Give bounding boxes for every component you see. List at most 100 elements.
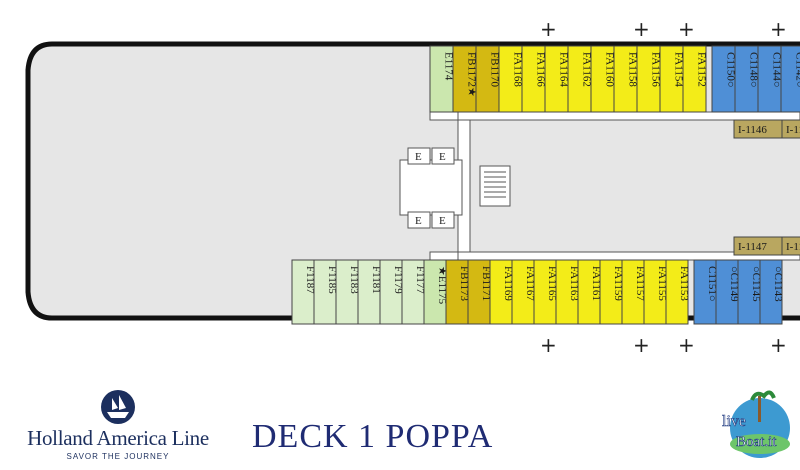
cabin-label: F1187: [304, 266, 316, 294]
inside-cabin: I-11: [781, 236, 800, 256]
cabin-label: E1174: [443, 52, 455, 81]
connecting-mark-bottom: +: [540, 333, 557, 357]
cabin-bottom: FA1165: [533, 259, 558, 325]
cabin-label: FB1171: [480, 266, 492, 301]
cabin-bottom: FA1169: [489, 259, 514, 325]
cabin-label: FA1162: [581, 52, 593, 87]
cabin-bottom: F1179: [379, 259, 404, 325]
cabin-bottom: FA1161: [577, 259, 602, 325]
cabin-label: FA1164: [558, 52, 570, 87]
cabin-bottom: FA1159: [599, 259, 624, 325]
connecting-mark-bottom: +: [770, 333, 787, 357]
connecting-mark-bottom: +: [678, 333, 695, 357]
cabin-top: FA1164: [544, 45, 570, 113]
cabin-label: FA1165: [546, 266, 558, 301]
cabin-top: FA1166: [521, 45, 547, 113]
connecting-mark-top: +: [633, 17, 650, 41]
svg-text:E: E: [439, 151, 446, 163]
elevator: E: [407, 147, 431, 165]
elevator: E: [431, 211, 455, 229]
cabin-top: FA1162: [567, 45, 593, 113]
cabin-top: FA1154: [659, 45, 685, 113]
cabin-label: FA1161: [590, 266, 602, 301]
inside-cabin-label: I-11: [786, 241, 800, 253]
cabin-label: FA1158: [627, 52, 639, 87]
cabin-label: F1183: [348, 266, 360, 294]
cabin-top: FA1156: [636, 45, 662, 113]
cabin-top: FB1172★: [452, 45, 478, 113]
svg-text:E: E: [415, 151, 422, 163]
cabin-label: FA1167: [524, 266, 536, 301]
cabin-top: C1150○: [711, 45, 737, 113]
elevator: E: [407, 211, 431, 229]
cabin-label: FA1153: [678, 266, 690, 301]
cabin-bottom: FB1171: [467, 259, 492, 325]
cabin-bottom: ★E1175: [423, 259, 448, 325]
cabin-bottom: FB1173: [445, 259, 470, 325]
cabin-label: FA1156: [650, 52, 662, 87]
brand-tagline: SAVOR THE JOURNEY: [66, 452, 170, 461]
elevator: E: [431, 147, 455, 165]
cabin-label: C1142○: [794, 52, 800, 88]
connecting-mark-top: +: [678, 17, 695, 41]
cabin-label: F1179: [392, 266, 404, 294]
cabin-bottom: F1181: [357, 259, 382, 325]
cabin-label: F1185: [326, 266, 338, 294]
cabin-top: FA1168: [498, 45, 524, 113]
cabin-bottom: ○C1145: [737, 259, 762, 325]
connecting-mark-bottom: +: [633, 333, 650, 357]
cabin-label: FA1157: [634, 266, 646, 301]
cabin-bottom: F1183: [335, 259, 360, 325]
upper-walkway: [429, 111, 800, 121]
cabin-label: ○C1145: [750, 266, 762, 302]
cabin-top: FA1152: [682, 45, 708, 113]
cabin-label: FA1160: [604, 52, 616, 87]
cabin-label: FA1154: [673, 52, 685, 87]
ship-crest-icon: [101, 390, 135, 424]
connecting-mark-top: +: [540, 17, 557, 41]
cabin-label: F1177: [414, 266, 426, 294]
cabin-bottom: FA1167: [511, 259, 536, 325]
inside-cabin-label: I-1146: [738, 124, 767, 136]
stair-block: [399, 159, 463, 216]
inside-cabin-label: I-1147: [738, 241, 767, 253]
cabin-label: FA1169: [502, 266, 514, 301]
cabin-top: C1142○: [780, 45, 800, 113]
cabin-label: ○C1149: [728, 266, 740, 302]
cabin-label: ○C1143: [772, 266, 784, 302]
inside-cabin: I-1147: [733, 236, 783, 256]
svg-text:live: live: [722, 413, 746, 430]
inside-cabin-label: I-11: [786, 124, 800, 136]
cabin-bottom: FA1163: [555, 259, 580, 325]
cabin-label: C1144○: [771, 52, 783, 88]
cabin-label: FA1159: [612, 266, 624, 301]
cabin-label: F1181: [370, 266, 382, 294]
brand-name: Holland America Line: [27, 426, 209, 450]
cabin-top: FA1160: [590, 45, 616, 113]
cabin-top: C1148○: [734, 45, 760, 113]
cabin-bottom: F1185: [313, 259, 338, 325]
cabin-bottom: F1177: [401, 259, 426, 325]
cabin-label: FA1166: [535, 52, 547, 87]
liveboat-watermark: live Boat.it: [722, 390, 790, 458]
cabin-label: FB1172★: [466, 52, 478, 97]
staircase: [479, 165, 511, 207]
cabin-label: C1148○: [748, 52, 760, 88]
svg-text:E: E: [415, 215, 422, 227]
cabin-label: FB1170: [489, 52, 501, 88]
cabin-top: E1174: [429, 45, 455, 113]
cabin-top: FB1170: [475, 45, 501, 113]
svg-text:E: E: [439, 215, 446, 227]
cabin-label: ★E1175: [436, 266, 448, 305]
cabin-bottom: FA1155: [643, 259, 668, 325]
cabin-bottom: C1151○: [693, 259, 718, 325]
deck-title: DECK 1 POPPA: [252, 418, 494, 455]
cabin-top: C1144○: [757, 45, 783, 113]
inside-cabin: I-1146: [733, 119, 783, 139]
cabin-bottom: FA1157: [621, 259, 646, 325]
cabin-bottom: ○C1149: [715, 259, 740, 325]
holland-america-logo: Holland America Line SAVOR THE JOURNEY: [8, 388, 228, 461]
cabin-top: FA1158: [613, 45, 639, 113]
connecting-mark-top: +: [770, 17, 787, 41]
